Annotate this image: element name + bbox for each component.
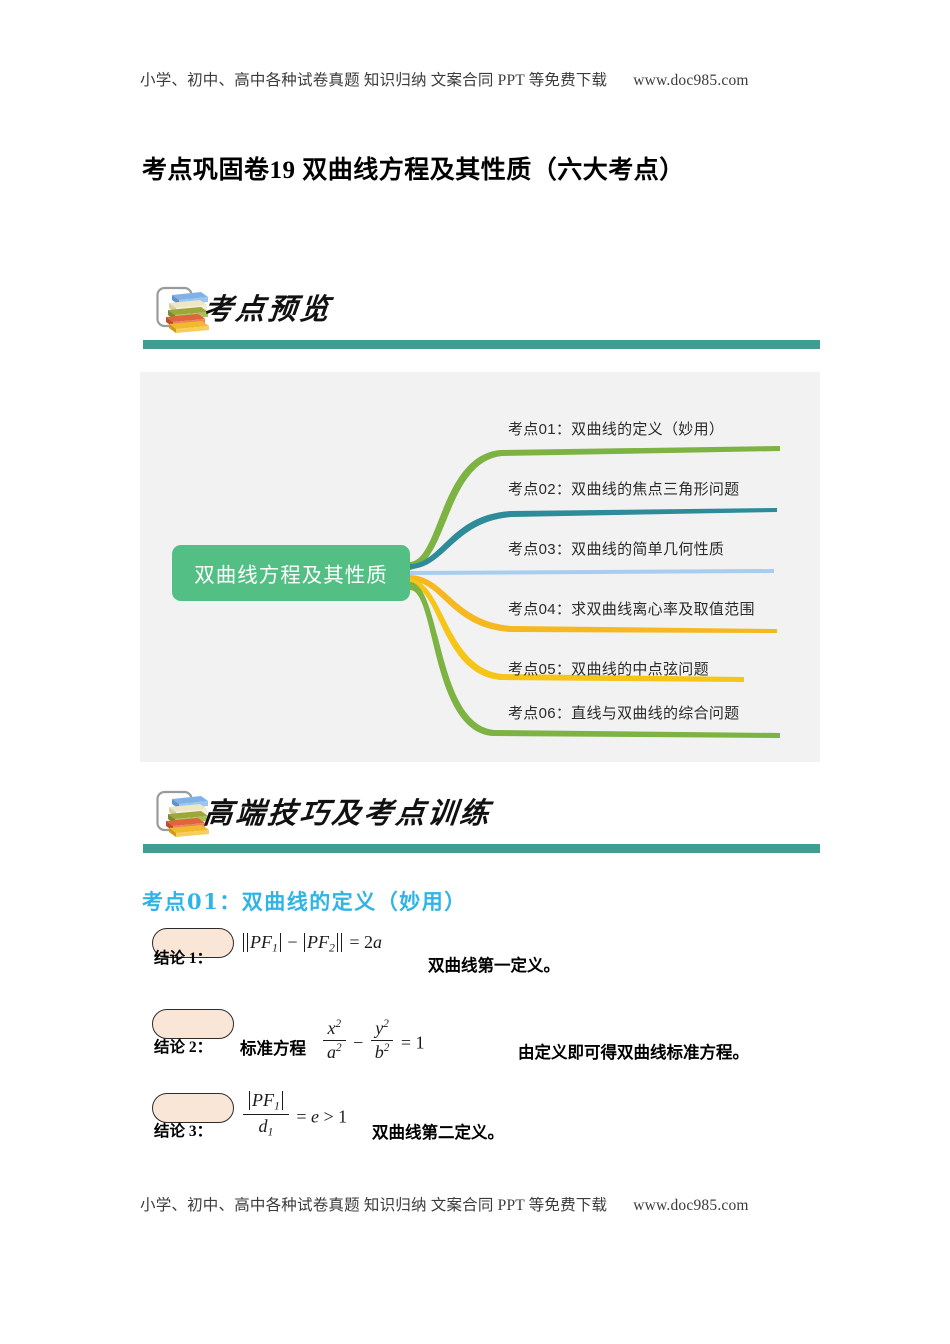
banner-preview-label: 考点预览 xyxy=(202,292,334,326)
mindmap-center-node: 双曲线方程及其性质 xyxy=(172,545,410,601)
conclusion-3-note: 双曲线第二定义。 xyxy=(372,1123,504,1142)
mindmap-panel: 双曲线方程及其性质 考点01：双曲线的定义（妙用） 考点02：双曲线的焦点三角形… xyxy=(140,372,820,762)
conclusion-1-badge-label: 结论 1： xyxy=(154,950,213,967)
stacked-books-icon xyxy=(156,788,212,838)
conclusion-2-prefix: 标准方程 xyxy=(240,1039,306,1058)
banner-preview-rule xyxy=(143,340,820,349)
conclusion-1-formula: PF1 − PF2 = 2a xyxy=(240,932,382,954)
mindmap-leaf-1: 考点01：双曲线的定义（妙用） xyxy=(508,421,725,438)
mindmap-leaf-6: 考点06：直线与双曲线的综合问题 xyxy=(508,705,740,722)
mindmap-leaf-4: 考点04：求双曲线离心率及取值范围 xyxy=(508,601,755,618)
mindmap-leaf-5: 考点05：双曲线的中点弦问题 xyxy=(508,661,709,678)
mindmap-leaf-3: 考点03：双曲线的简单几何性质 xyxy=(508,541,725,558)
running-footer: 小学、初中、高中各种试卷真题 知识归纳 文案合同 PPT 等免费下载 www.do… xyxy=(140,1193,820,1215)
mindmap-branch-3 xyxy=(410,569,774,575)
conclusion-3-badge xyxy=(152,1093,234,1123)
page-title: 考点巩固卷19 双曲线方程及其性质（六大考点） xyxy=(142,157,685,184)
mindmap-leaf-2: 考点02：双曲线的焦点三角形问题 xyxy=(508,481,740,498)
running-header-url: www.doc985.com xyxy=(633,72,749,89)
running-footer-text: 小学、初中、高中各种试卷真题 知识归纳 文案合同 PPT 等免费下载 xyxy=(140,1197,608,1214)
running-header: 小学、初中、高中各种试卷真题 知识归纳 文案合同 PPT 等免费下载 www.do… xyxy=(140,68,820,90)
exam-point-heading: 考点01：双曲线的定义（妙用） xyxy=(142,889,467,914)
conclusion-3-badge-label: 结论 3： xyxy=(154,1123,213,1140)
banner-training-rule xyxy=(143,844,820,853)
conclusion-1-note: 双曲线第一定义。 xyxy=(428,956,560,975)
stacked-books-icon xyxy=(156,284,212,334)
mindmap-center-label: 双曲线方程及其性质 xyxy=(194,564,388,587)
running-header-text: 小学、初中、高中各种试卷真题 知识归纳 文案合同 PPT 等免费下载 xyxy=(140,72,608,89)
banner-training: 高端技巧及考点训练 xyxy=(140,786,820,860)
banner-training-label: 高端技巧及考点训练 xyxy=(202,796,494,830)
conclusion-2-note: 由定义即可得双曲线标准方程。 xyxy=(518,1043,749,1062)
banner-preview: 考点预览 xyxy=(140,282,820,356)
conclusion-1: 结论 1： PF1 − PF2 = 2a 双曲线第一定义。 xyxy=(140,928,840,986)
conclusion-2-badge xyxy=(152,1009,234,1039)
conclusion-2-badge-label: 结论 2： xyxy=(154,1039,213,1056)
mindmap-branches xyxy=(410,446,780,738)
conclusion-1-badge xyxy=(152,928,234,958)
running-footer-url: www.doc985.com xyxy=(633,1197,749,1214)
